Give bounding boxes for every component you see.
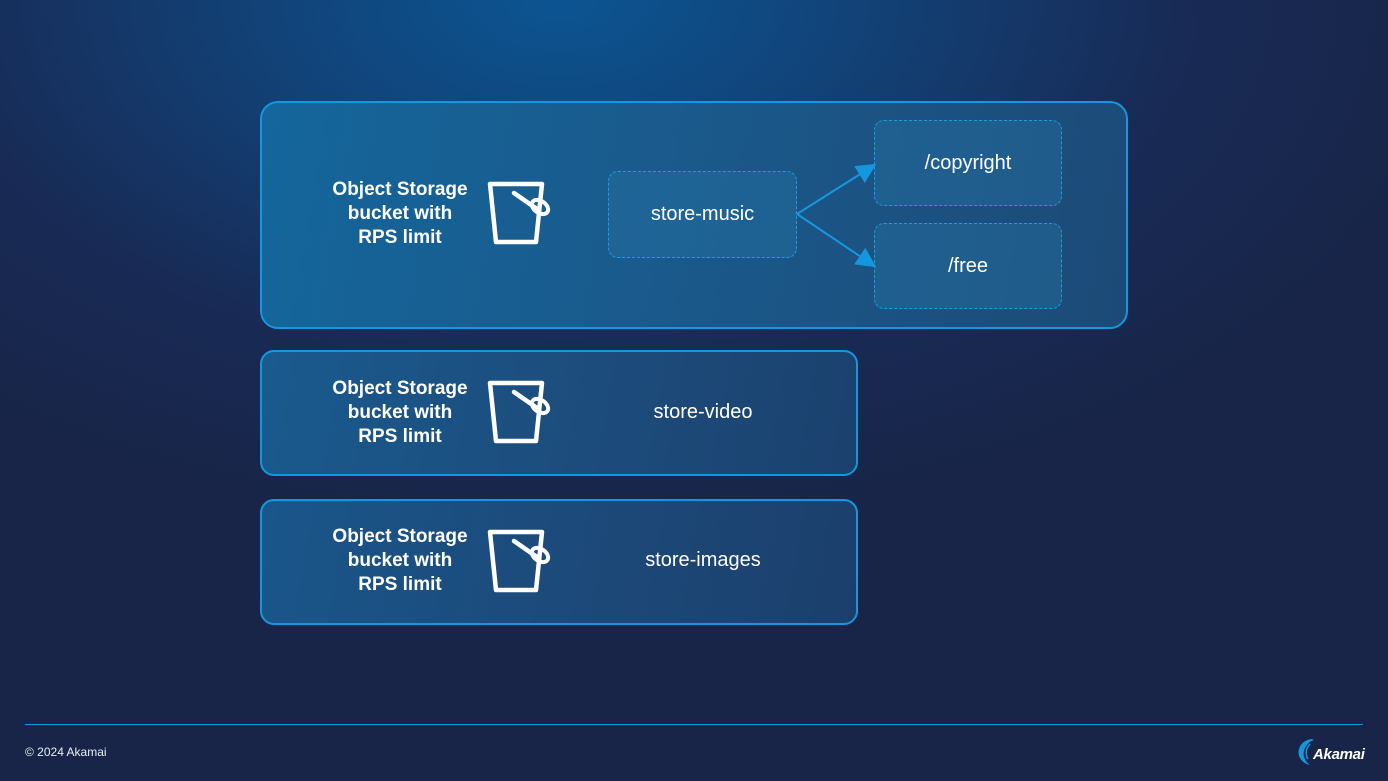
bucket-label: Object Storage bucket with RPS limit: [320, 525, 480, 597]
bucket-label-line: Object Storage: [332, 526, 468, 547]
bucket-label-line: RPS limit: [358, 227, 442, 248]
arrow-icon: [796, 213, 877, 268]
footer-divider: [25, 724, 1363, 725]
bucket-label-line: RPS limit: [358, 426, 442, 447]
bucket-panel-store-images: [260, 499, 858, 625]
bucket-label-line: Object Storage: [332, 179, 468, 200]
akamai-logo-text: Akamai: [1313, 746, 1365, 763]
bucket-icon: [487, 529, 551, 593]
bucket-name-store-video: store-video: [653, 401, 753, 423]
bucket-panel-store-video: [260, 350, 858, 476]
bucket-label-line: bucket with: [347, 550, 453, 571]
akamai-logo: [1298, 739, 1314, 765]
bucket-label: Object Storage bucket with RPS limit: [320, 178, 480, 250]
path-copyright: /copyright: [874, 120, 1062, 206]
bucket-label-line: RPS limit: [358, 574, 442, 595]
bucket-panel-store-music: [260, 101, 1128, 329]
copyright-text: © 2024 Akamai: [25, 745, 107, 759]
bucket-icon: [487, 181, 551, 245]
bucket-icon: [487, 380, 551, 444]
bucket-label-line: bucket with: [347, 402, 453, 423]
bucket-label: Object Storage bucket with RPS limit: [320, 377, 480, 449]
bucket-label-line: bucket with: [347, 203, 453, 224]
bucket-name-store-images: store-images: [645, 549, 761, 571]
bucket-label-line: Object Storage: [332, 378, 468, 399]
arrow-icon: [796, 163, 877, 215]
path-free: /free: [874, 223, 1062, 309]
bucket-name-store-music: store-music: [608, 171, 797, 258]
